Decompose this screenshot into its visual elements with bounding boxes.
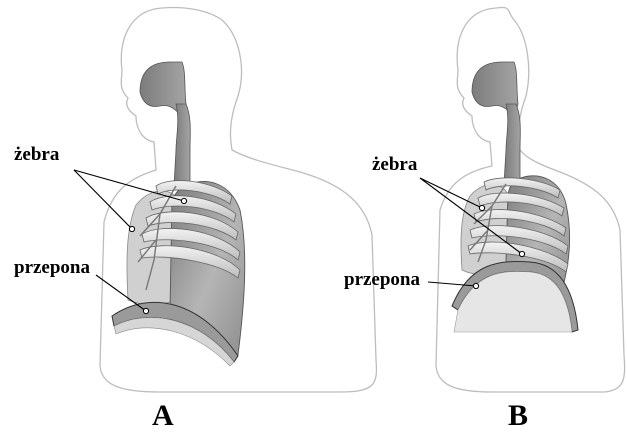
diaphragm-pointer-dot-a bbox=[143, 308, 148, 313]
diaphragm-label-a: przepona bbox=[14, 257, 91, 278]
rib-label-b: żebra bbox=[372, 154, 418, 175]
figure-b: żebra przepona B bbox=[344, 8, 625, 432]
rib-pointer-dot-a2 bbox=[129, 226, 134, 231]
rib-label-a: żebra bbox=[14, 144, 60, 165]
rib-pointer-dot-a1 bbox=[181, 198, 186, 203]
figure-a: żebra przepona A bbox=[14, 8, 376, 432]
diaphragm-label-b: przepona bbox=[344, 269, 421, 290]
rib-pointer-dot-b1 bbox=[479, 205, 484, 210]
diaphragm-pointer-dot-b bbox=[473, 283, 478, 288]
rib-pointer-dot-b2 bbox=[519, 251, 524, 256]
figure-caption-b: B bbox=[508, 399, 528, 432]
figure-caption-a: A bbox=[152, 399, 174, 432]
